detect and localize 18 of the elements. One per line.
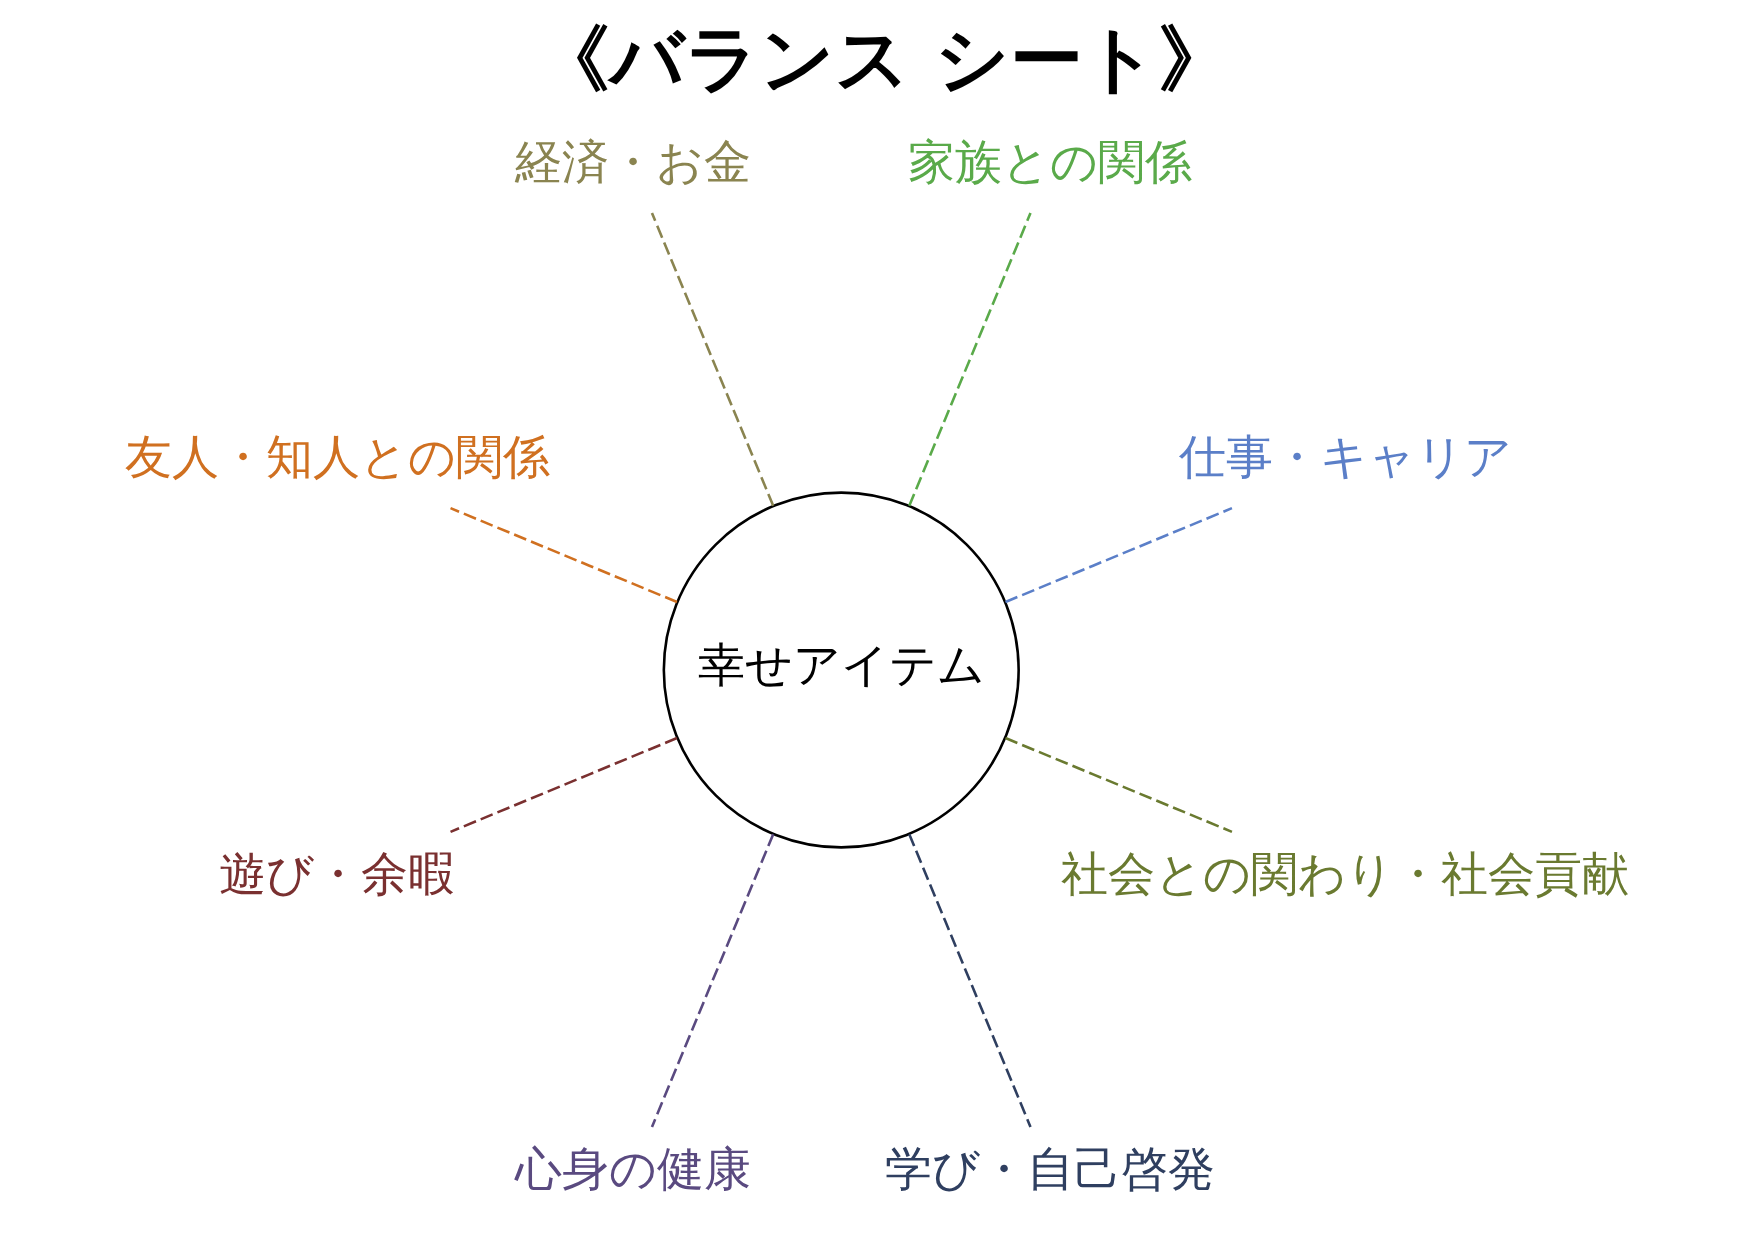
connector bbox=[449, 506, 677, 604]
connector bbox=[650, 833, 774, 1128]
node-text: 社会との関わり・社会貢献 bbox=[1060, 847, 1629, 902]
node-text: 仕事・キャリア bbox=[1178, 429, 1512, 484]
node-text: 家族との関係 bbox=[907, 134, 1192, 189]
connector bbox=[1004, 736, 1232, 834]
node-text: 友人・知人との関係 bbox=[124, 429, 550, 484]
connector bbox=[650, 212, 774, 507]
connector bbox=[1004, 506, 1232, 604]
node-text: 心身の健康 bbox=[514, 1142, 751, 1197]
node-text: 経済・お金 bbox=[514, 134, 751, 189]
node-circle: 幸せアイテム bbox=[662, 491, 1020, 849]
connector bbox=[907, 833, 1032, 1128]
node-text: 遊び・余暇 bbox=[218, 847, 455, 902]
connector bbox=[449, 736, 677, 834]
node-text: 学び・自己啓発 bbox=[884, 1142, 1215, 1197]
connector bbox=[907, 212, 1032, 507]
diagram-title: 《バランス シート》 bbox=[536, 17, 1231, 102]
